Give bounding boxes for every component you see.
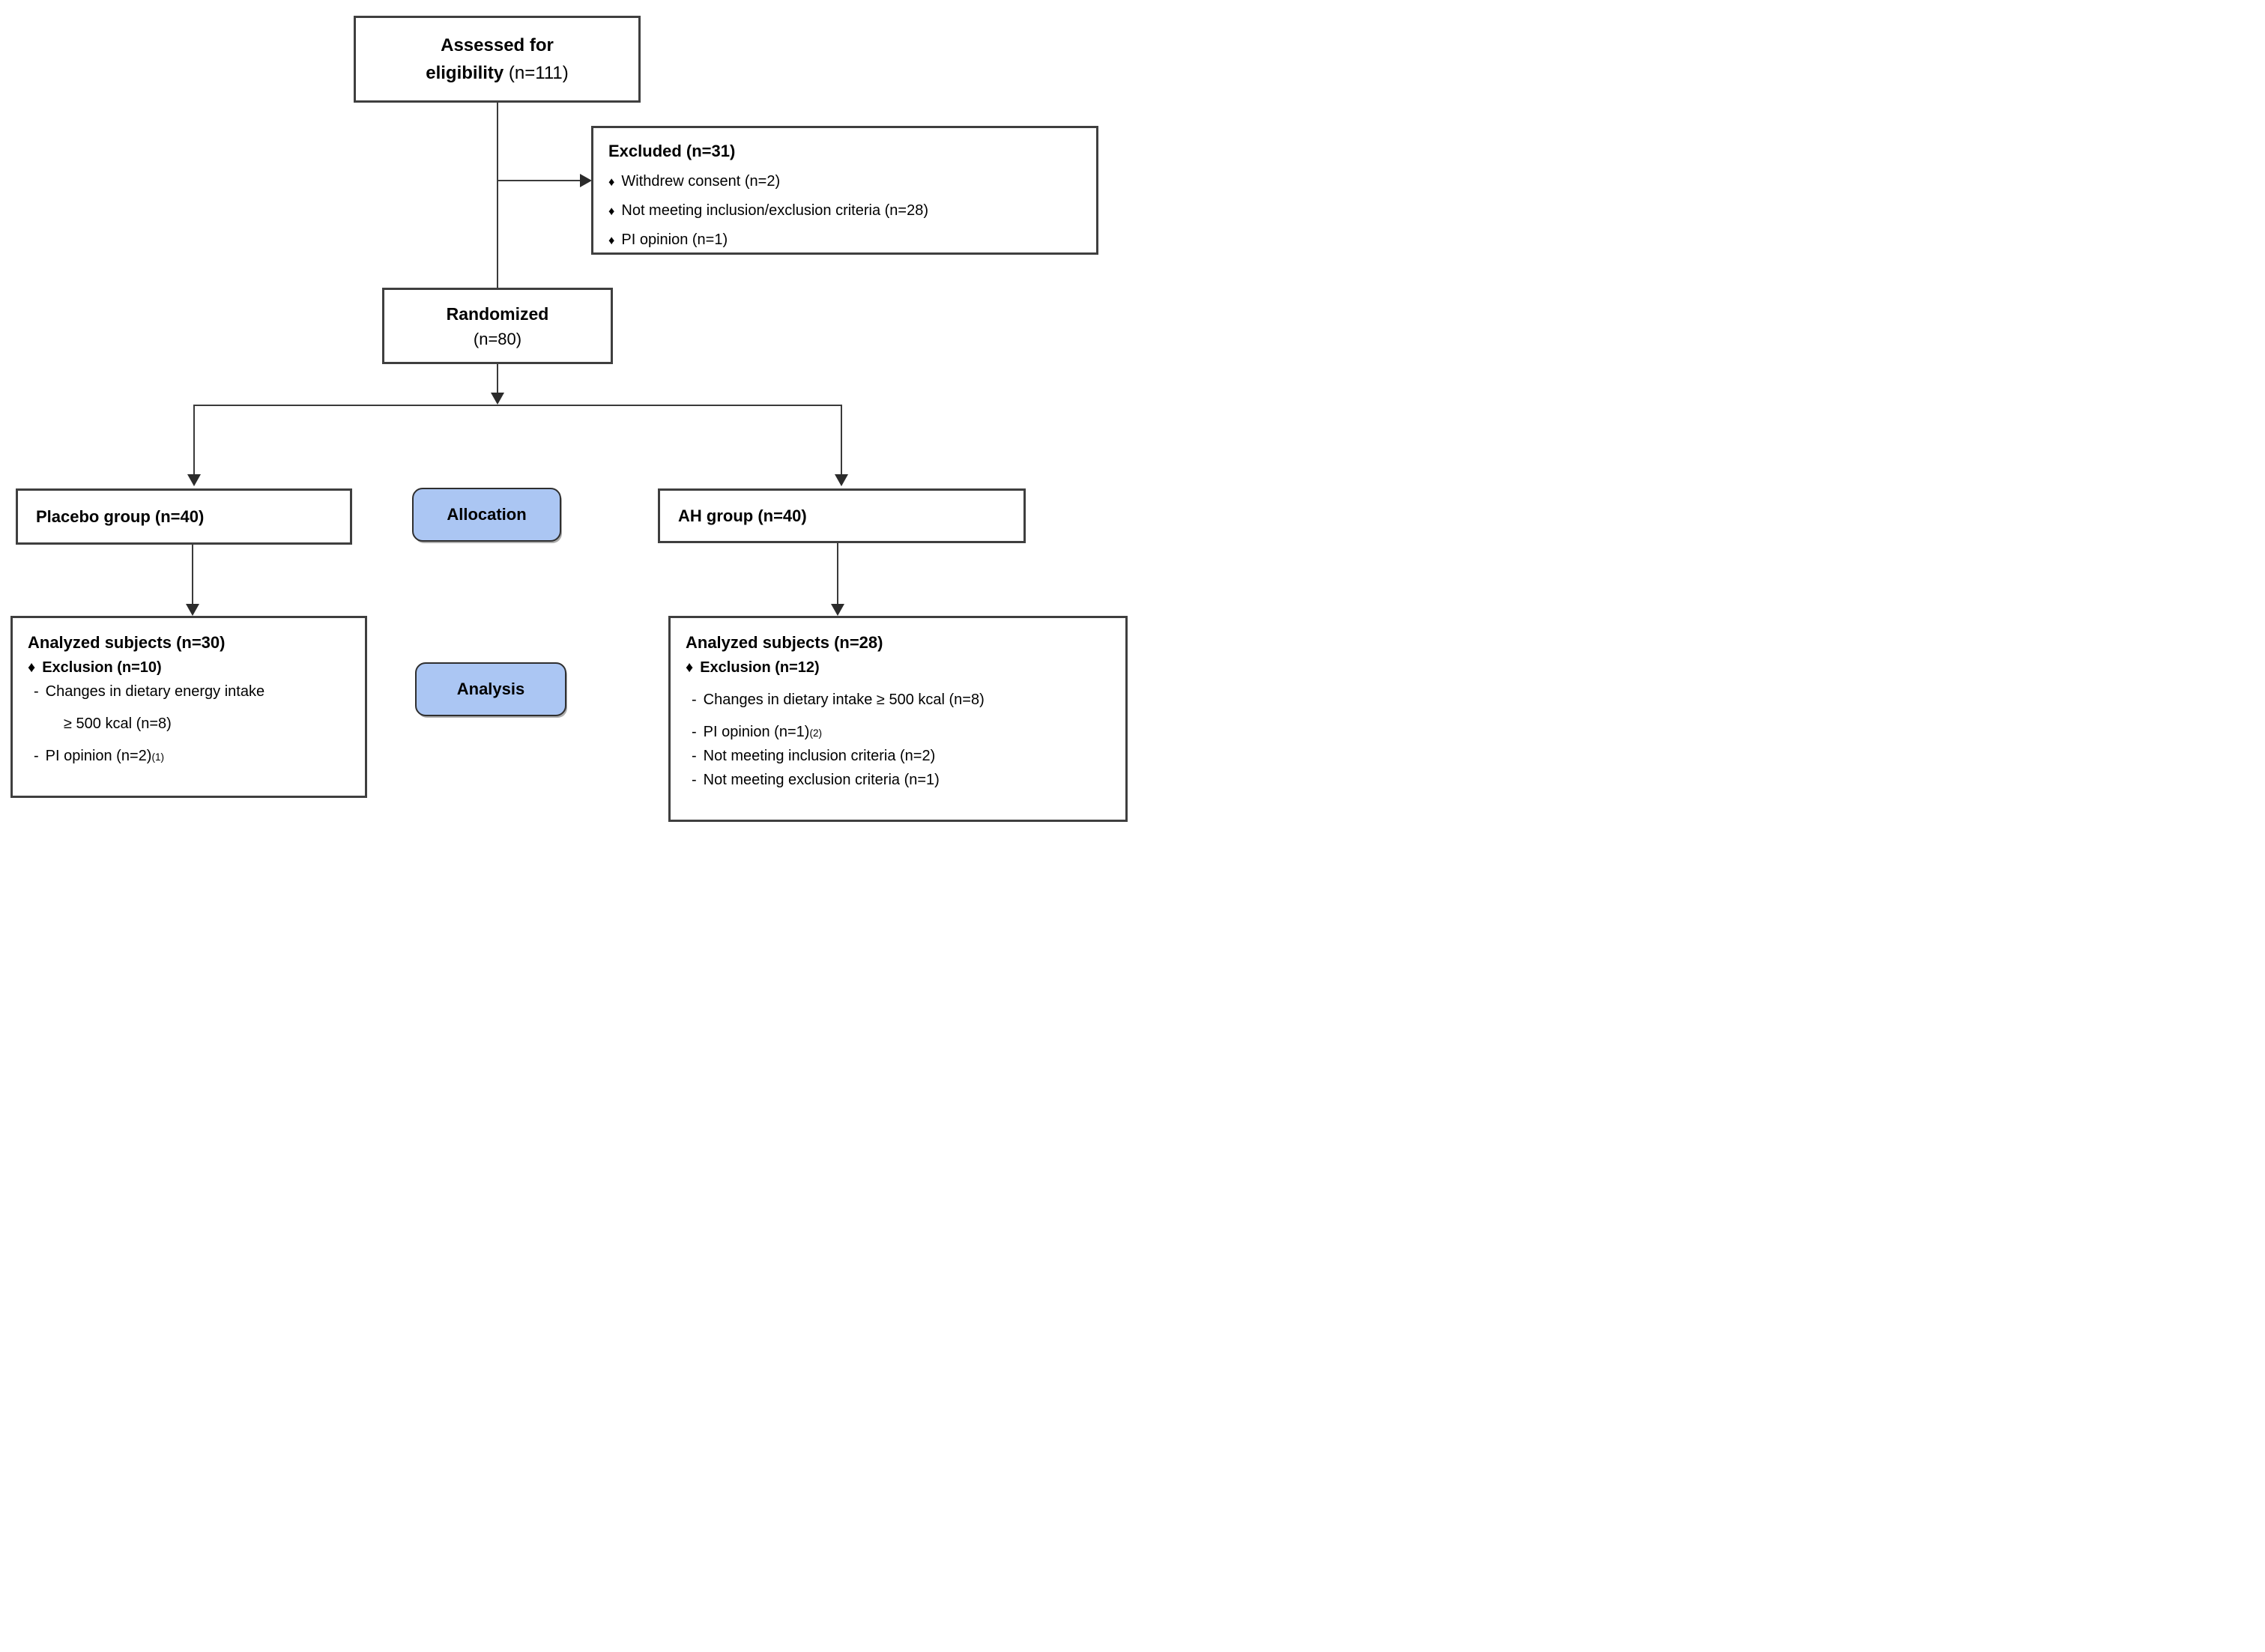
analysis-exclusion-item: - PI opinion (n=1)(2) — [692, 724, 823, 740]
bullet-icon: - — [34, 683, 39, 700]
connector-assessed-to-randomized — [497, 103, 498, 288]
assessed-eligibility-box: Assessed for eligibility (n=111) — [354, 16, 641, 103]
allocation-stage-badge: Allocation — [412, 488, 561, 542]
diamond-bullet-icon: ♦ — [608, 234, 615, 247]
excluded-title: Excluded (n=31) — [608, 142, 736, 160]
bullet-icon: ♦ — [28, 659, 36, 676]
analysis-exclusion-item: ♦ Exclusion (n=10) — [28, 659, 162, 676]
ah-analysis-items: ♦ Exclusion (n=12) - Changes in dietary … — [686, 659, 1113, 789]
arrowhead-excluded — [580, 174, 592, 187]
excluded-reasons: ♦ Withdrew consent (n=2) ♦ Not meeting i… — [608, 173, 1084, 249]
arrowhead-placebo — [187, 474, 201, 486]
bullet-icon: - — [692, 724, 697, 740]
connector-randomized-to-split — [497, 364, 498, 394]
analysis-exclusion-item: ♦ Exclusion (n=12) — [686, 659, 820, 676]
exclusion-reason: ♦ Not meeting inclusion/exclusion criter… — [608, 202, 929, 219]
placebo-group-label: Placebo group (n=40) — [36, 506, 205, 526]
placebo-analysis-items: ♦ Exclusion (n=10) - Changes in dietary … — [28, 659, 353, 765]
ah-group-box: AH group (n=40) — [658, 488, 1026, 543]
randomized-line1: Randomized — [446, 304, 549, 324]
exclusion-reason: ♦ PI opinion (n=1) — [608, 232, 728, 248]
excluded-box: Excluded (n=31) ♦ Withdrew consent (n=2)… — [591, 126, 1098, 255]
connector-placebo-to-analysis — [192, 545, 193, 606]
analysis-exclusion-item: - Changes in dietary intake ≥ 500 kcal (… — [692, 692, 985, 708]
arrowhead-ah-analysis — [831, 604, 844, 616]
analysis-exclusion-item: - PI opinion (n=2)(1) — [34, 748, 165, 764]
diamond-bullet-icon: ♦ — [608, 175, 615, 189]
analysis-exclusion-item: - Changes in dietary energy intake — [34, 683, 265, 700]
assessed-line1: Assessed for — [441, 34, 554, 55]
analysis-exclusion-item: - Not meeting exclusion criteria (n=1) — [692, 772, 940, 788]
exclusion-reason: ♦ Withdrew consent (n=2) — [608, 173, 781, 190]
connector-split-line — [193, 405, 842, 406]
randomized-box: Randomized (n=80) — [382, 288, 613, 364]
assessed-line2: eligibility (n=111) — [426, 63, 569, 83]
connector-split-to-placebo — [193, 405, 195, 475]
analysis-stage-badge: Analysis — [415, 662, 566, 716]
allocation-label: Allocation — [447, 505, 527, 524]
bullet-icon: - — [692, 692, 697, 708]
consort-flow-diagram: Assessed for eligibility (n=111) Exclude… — [0, 0, 1133, 826]
bullet-icon: - — [692, 772, 697, 788]
ah-group-label: AH group (n=40) — [678, 506, 807, 525]
diamond-bullet-icon: ♦ — [608, 205, 615, 218]
arrowhead-placebo-analysis — [186, 604, 199, 616]
arrowhead-ah — [835, 474, 848, 486]
placebo-analysis-box: Analyzed subjects (n=30) ♦ Exclusion (n=… — [10, 616, 367, 798]
ah-analysis-box: Analyzed subjects (n=28) ♦ Exclusion (n=… — [668, 616, 1128, 822]
connector-split-to-ah — [841, 405, 842, 475]
analysis-exclusion-item: - Not meeting inclusion criteria (n=2) — [692, 748, 936, 764]
analysis-exclusion-item: ≥ 500 kcal (n=8) — [64, 715, 172, 732]
connector-ah-to-analysis — [837, 543, 838, 606]
ah-analysis-title: Analyzed subjects (n=28) — [686, 633, 883, 652]
bullet-icon: ♦ — [686, 659, 694, 676]
randomized-line2: (n=80) — [473, 330, 522, 348]
placebo-analysis-title: Analyzed subjects (n=30) — [28, 633, 226, 652]
analysis-label: Analysis — [456, 680, 525, 698]
connector-to-excluded — [498, 180, 581, 181]
placebo-group-box: Placebo group (n=40) — [16, 488, 352, 545]
arrowhead-split — [491, 393, 504, 405]
bullet-icon: - — [34, 748, 39, 764]
bullet-icon: - — [692, 748, 697, 764]
